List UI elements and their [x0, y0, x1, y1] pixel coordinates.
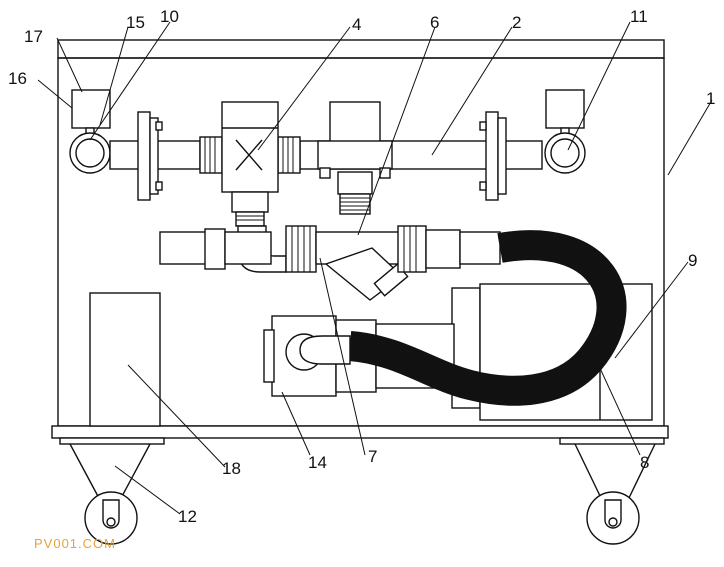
- label-16: 16: [8, 69, 27, 88]
- label-6: 6: [430, 13, 439, 32]
- label-17: 17: [24, 27, 43, 46]
- upper-fitting: [317, 101, 393, 215]
- right-wheel: [574, 443, 656, 545]
- control-box: [89, 292, 161, 427]
- label-9: 9: [688, 251, 697, 270]
- braided-hose: [299, 230, 627, 406]
- label-7: 7: [368, 447, 377, 466]
- label-2: 2: [512, 13, 521, 32]
- watermark: PV001.COM: [34, 536, 116, 551]
- label-4: 4: [352, 15, 361, 34]
- label-12: 12: [178, 507, 197, 526]
- right-mount-block: [544, 89, 586, 174]
- label-14: 14: [308, 453, 327, 472]
- label-8: 8: [640, 453, 649, 472]
- label-15: 15: [126, 13, 145, 32]
- left-mount-block: [69, 89, 111, 174]
- label-10: 10: [160, 7, 179, 26]
- label-18: 18: [222, 459, 241, 478]
- valve-coupling: [199, 101, 301, 227]
- label-1: 1: [706, 89, 715, 108]
- label-11: 11: [630, 7, 648, 26]
- part-labels: 17 15 10 16 4 6 2 11 1 9 8 7 14 18 12: [8, 7, 715, 526]
- lower-pipe: [159, 225, 501, 301]
- leader-lines: [37, 21, 713, 515]
- left-wheel: [69, 443, 151, 545]
